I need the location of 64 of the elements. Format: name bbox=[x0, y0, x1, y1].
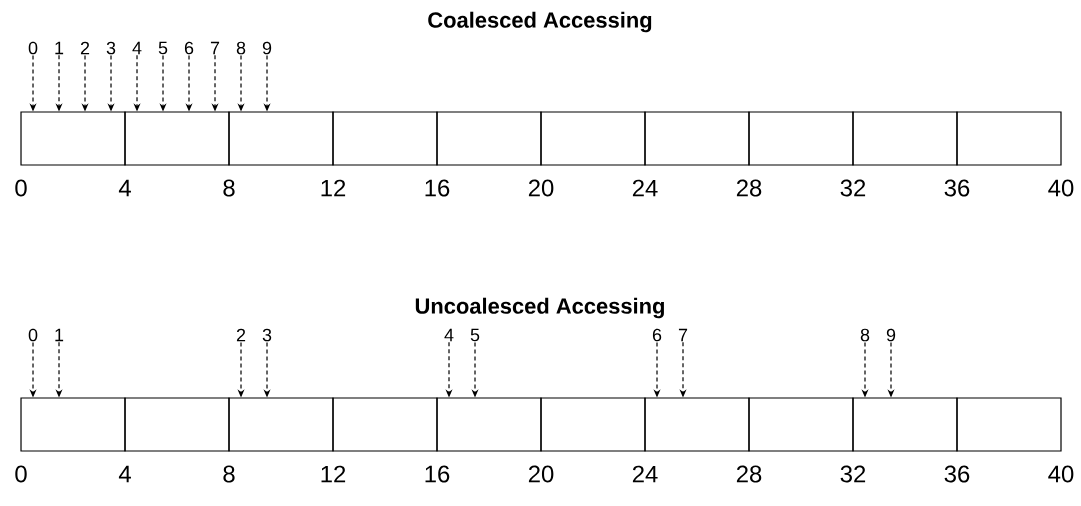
axis-label: 36 bbox=[944, 465, 970, 483]
memory-cell bbox=[852, 111, 958, 166]
thread-number: 2 bbox=[236, 328, 246, 342]
memory-cell bbox=[332, 397, 438, 452]
thread-number: 4 bbox=[444, 328, 454, 342]
memory-cell bbox=[228, 111, 334, 166]
memory-cell bbox=[332, 111, 438, 166]
title: Coalesced Accessing bbox=[428, 11, 652, 33]
memory-cell bbox=[956, 397, 1062, 452]
memory-cell bbox=[436, 111, 542, 166]
memory-cell bbox=[748, 111, 854, 166]
axis-label: 40 bbox=[1048, 465, 1074, 483]
axis-label: 40 bbox=[1048, 179, 1074, 197]
axis-label: 28 bbox=[736, 465, 762, 483]
axis-label: 32 bbox=[840, 179, 866, 197]
memory-cell bbox=[540, 397, 646, 452]
thread-number: 1 bbox=[55, 328, 64, 342]
thread-number: 7 bbox=[210, 41, 220, 55]
memory-cell bbox=[540, 111, 646, 166]
thread-number: 7 bbox=[678, 328, 688, 342]
axis-label: 12 bbox=[321, 179, 346, 197]
thread-number: 6 bbox=[652, 328, 662, 342]
memory-cell bbox=[436, 397, 542, 452]
thread-number: 8 bbox=[860, 328, 870, 342]
axis-label: 24 bbox=[632, 465, 658, 483]
axis-label: 24 bbox=[632, 179, 658, 197]
axis-label: 12 bbox=[321, 465, 346, 483]
thread-number: 9 bbox=[886, 328, 896, 342]
axis-label: 0 bbox=[15, 465, 27, 483]
thread-number: 5 bbox=[470, 328, 480, 342]
thread-number: 4 bbox=[132, 41, 142, 55]
axis-label: 20 bbox=[528, 179, 554, 197]
axis-label: 8 bbox=[223, 465, 235, 483]
axis-label: 36 bbox=[944, 179, 970, 197]
axis-label: 28 bbox=[736, 179, 762, 197]
axis-label: 16 bbox=[425, 465, 450, 483]
axis-label: 4 bbox=[118, 465, 131, 483]
thread-number: 0 bbox=[28, 328, 38, 342]
thread-number: 3 bbox=[106, 41, 116, 55]
axis-label: 32 bbox=[840, 465, 866, 483]
thread-number: 6 bbox=[184, 41, 194, 55]
thread-number: 9 bbox=[262, 41, 272, 55]
memory-cell bbox=[20, 397, 126, 452]
thread-number: 3 bbox=[262, 328, 272, 342]
thread-number: 0 bbox=[28, 41, 38, 55]
memory-cell bbox=[644, 111, 750, 166]
memory-cell bbox=[852, 397, 958, 452]
memory-cell bbox=[956, 111, 1062, 166]
axis-label: 8 bbox=[223, 179, 235, 197]
axis-label: 4 bbox=[118, 179, 131, 197]
thread-number: 1 bbox=[55, 41, 64, 55]
axis-label: 16 bbox=[425, 179, 450, 197]
memory-cell bbox=[20, 111, 126, 166]
axis-label: 20 bbox=[528, 465, 554, 483]
thread-number: 2 bbox=[80, 41, 90, 55]
memory-cell bbox=[124, 111, 230, 166]
thread-number: 8 bbox=[236, 41, 246, 55]
memory-cell bbox=[748, 397, 854, 452]
memory-cell bbox=[228, 397, 334, 452]
memory-cell bbox=[124, 397, 230, 452]
thread-number: 5 bbox=[158, 41, 168, 55]
axis-label: 0 bbox=[15, 179, 27, 197]
memory-cell bbox=[644, 397, 750, 452]
title: Uncoalesced Accessing bbox=[415, 297, 664, 319]
